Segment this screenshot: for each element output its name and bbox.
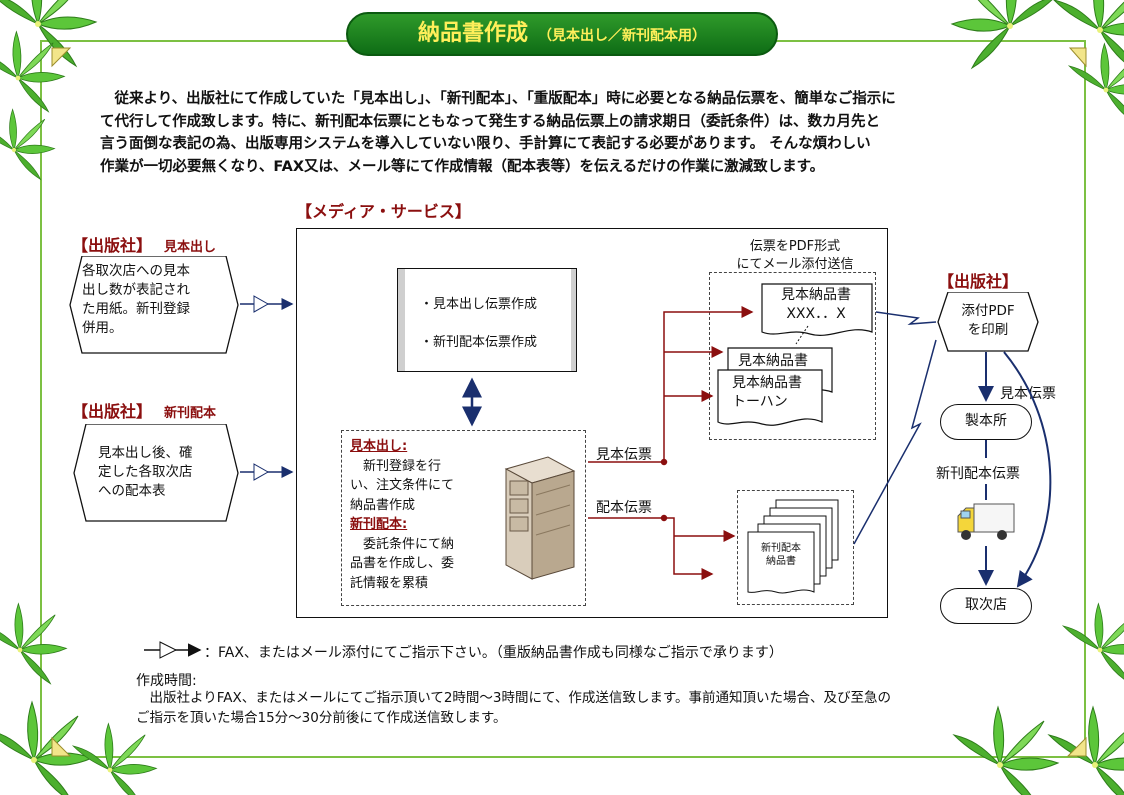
schedule-line: 出版社よりFAX、またはメールにてご指示頂いて2時間～3時間にて、作成送信致しま… [136,690,891,706]
publisher2-hexagon: 見本出し後、確 定した各取次店 への配本表 [72,424,240,522]
hex-line: 見本出し後、確 [98,445,193,461]
print-document-label: 新刊配本 納品書 [750,542,812,568]
pdf-document-second: 見本納品書 [738,353,808,369]
pdf-caption: 伝票をPDF形式 にてメール添付送信 [735,238,855,274]
doc-line: 見本納品書 [732,375,802,391]
transmit-line-print [853,339,937,545]
publisher2-label: 【出版社】 [72,402,153,421]
leaf-icon-bottom-left [0,603,157,795]
doc-line: 納品書 [766,556,796,567]
right-label-mihon: 見本伝票 [1000,386,1056,402]
intro-line: 従来より、出版社にて作成していた「見本出し」、「新刊配本」、「重版配本」時に必要… [100,91,896,107]
process-line: 託情報を累積 [350,575,429,591]
schedule-line: ご指示を頂いた場合15分～30分前後にて作成送信致します。 [136,710,507,726]
publisher1-tag: 見本出し [164,240,217,255]
hex-line: 併用。 [82,320,123,336]
hex-line: 出し数が表記され [82,282,190,298]
process-line: 新刊登録を行 [350,458,442,474]
fax-arrow-top [240,295,294,313]
pdf-document-main: 見本納品書 XXX．．X [772,286,860,324]
schedule-text: 出版社よりFAX、またはメールにてご指示頂いて2時間～3時間にて、作成送信致しま… [136,688,891,728]
hex-line: への配本表 [98,483,166,499]
process-line: 委託条件にて納 [350,536,455,552]
right-publisher-label: 【出版社】 [938,272,1019,291]
hex-line: 各取次店への見本 [82,263,190,279]
hex-line: た用紙。新刊登録 [82,301,190,317]
publisher2-tag: 新刊配本 [164,406,217,421]
fax-arrow-bottom [240,463,294,481]
transmit-line-pdf [875,311,937,325]
doc-line: 見本納品書 [781,287,851,303]
service-box [296,228,888,618]
intro-line: 作業が一切必要無くなり、FAX又は、メール等にて作成情報（配本表等）を伝えるだけ… [100,158,825,175]
title-main: 納品書作成 [417,21,528,46]
server-icon [504,456,576,580]
publisher1-label: 【出版社】 [72,236,153,255]
leaf-icon-top-left [0,0,97,180]
process-line: い、注文条件にて [350,478,455,493]
doc-line: トーハン [732,394,788,410]
intro-line: 言う面倒な表記の為、出版専用システムを導入していない限り、手計算にて表記する必要… [100,136,871,152]
leaf-icon-top-right [951,0,1124,124]
bindery-node: 製本所 [940,404,1032,440]
intro-paragraph: 従来より、出版社にて作成していた「見本出し」、「新刊配本」、「重版配本」時に必要… [100,88,1050,178]
pdf-document-tohan: 見本納品書 トーハン [732,374,802,412]
right-label-haihon: 新刊配本伝票 [936,466,1020,482]
right-publisher-hexagon: 添付PDF を印刷 [936,292,1040,352]
publisher1-hexagon: 各取次店への見本 出し数が表記され た用紙。新刊登録 併用。 [68,256,240,354]
arrow-label-haihon: 配本伝票 [596,500,652,516]
flow-arrow-direct [1003,351,1052,588]
print-group-box [737,490,854,605]
hex-line: 添付PDF [961,303,1015,319]
page-title: 納品書作成 （見本出し／新刊配本用） [346,12,778,56]
process-box [341,430,586,606]
arrow-label-mihon: 見本伝票 [596,447,652,463]
document-icons [717,283,873,426]
leaf-icon-bottom-right [953,603,1124,795]
task-list-box: ・見本出し伝票作成 ・新刊配本伝票作成 [397,268,577,372]
stacked-document-icon [747,499,839,594]
legend-text: ：FAX、またはメール添付にてご指示下さい。（重版納品書作成も同様なご指示で承り… [204,645,783,661]
legend-fax-arrow [144,641,202,659]
output-arrows [588,306,754,580]
pdf-caption-line: 伝票をPDF形式 [749,239,841,254]
hex-line: 定した各取次店 [98,464,193,480]
service-label: 【メディア・サービス】 [296,202,471,221]
distributor-node: 取次店 [940,588,1032,624]
pdf-group-box [709,272,876,440]
schedule-heading: 作成時間: [136,673,197,689]
process-line: 納品書作成 [350,497,416,513]
task-item-mihon: ・見本出し伝票作成 [420,297,538,312]
intro-line: て代行して作成致します。特に、新刊配本伝票にともなって発生する納品伝票上の請求期… [100,113,880,130]
process-mihon-heading: 見本出し: [350,439,408,454]
title-sub: （見本出し／新刊配本用） [538,28,706,44]
process-text: 見本出し: 新刊登録を行 い、注文条件にて 納品書作成 新刊配本: 委託条件にて… [350,437,454,593]
doc-line: 新刊配本 [761,543,801,554]
truck-icon [957,503,1015,540]
process-line: 品書を作成し、委 [350,556,455,571]
doc-line: XXX．．X [786,306,846,322]
pdf-caption-line: にてメール添付送信 [736,257,854,272]
task-item-haihon: ・新刊配本伝票作成 [420,335,538,350]
hex-line: を印刷 [967,322,1009,338]
process-haihon-heading: 新刊配本: [350,517,408,532]
